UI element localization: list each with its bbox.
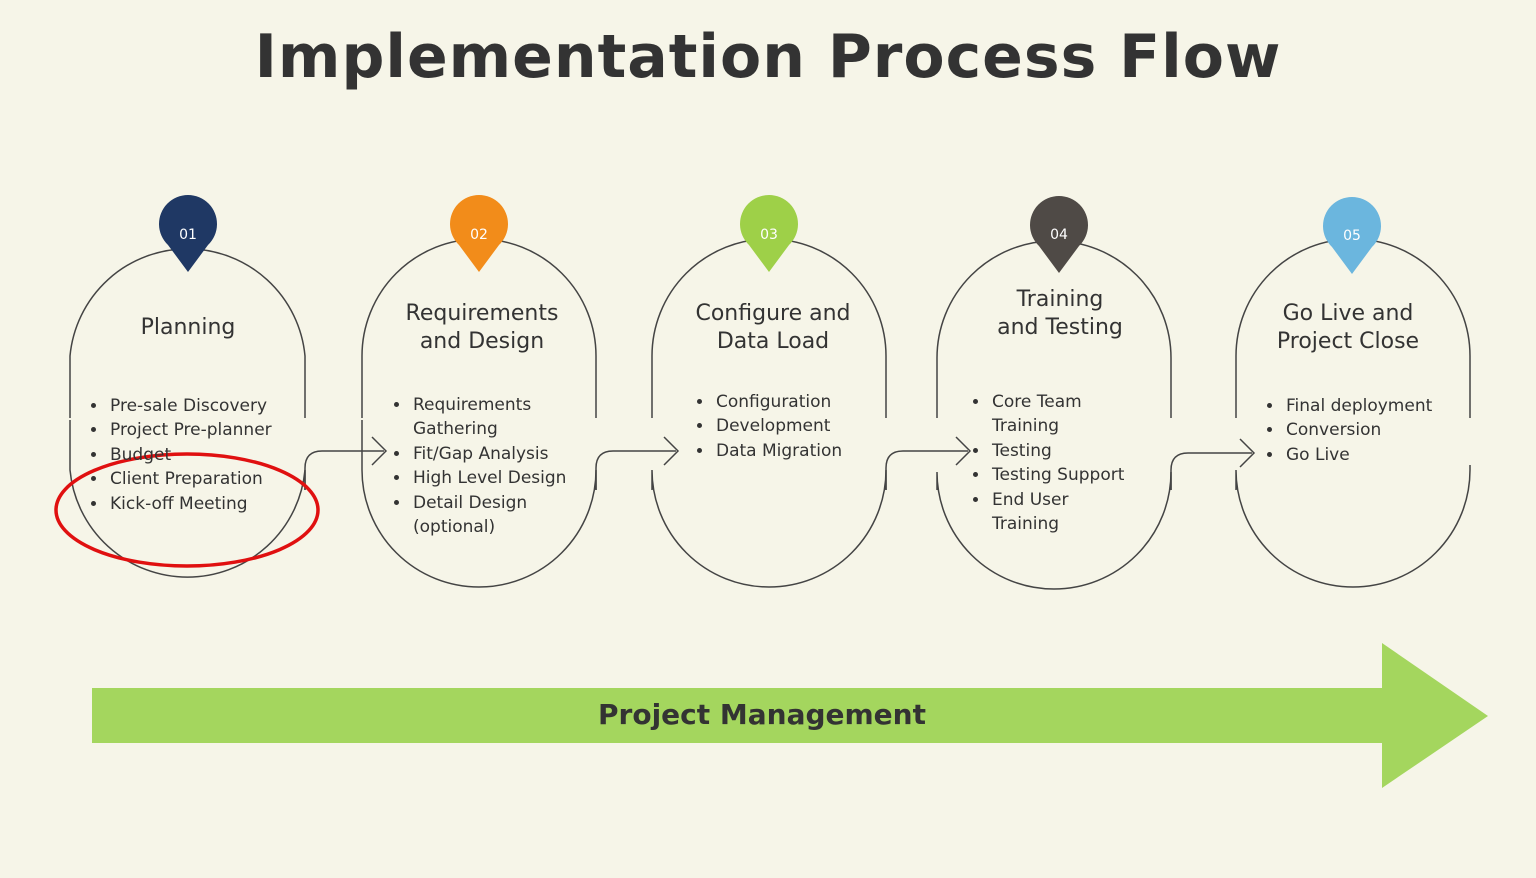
project-management-arrow xyxy=(92,643,1488,788)
stage-5-items: Final deployment Conversion Go Live xyxy=(1262,394,1484,467)
list-item: Go Live xyxy=(1284,443,1484,467)
list-item: Testing xyxy=(990,439,1180,463)
stage-3-items: Configuration Development Data Migration xyxy=(692,390,904,463)
list-item: Project Pre-planner xyxy=(108,418,338,442)
list-item: Fit/Gap Analysis xyxy=(411,442,601,466)
connector-4-5 xyxy=(1170,438,1256,490)
list-item: Final deployment xyxy=(1284,394,1484,418)
list-item: Core Team Training xyxy=(990,390,1102,439)
stage-3-title: Configure and Data Load xyxy=(695,301,851,354)
stage-5-number: 05 xyxy=(1343,228,1361,244)
list-item: Client Preparation xyxy=(108,467,338,491)
stage-1-badge xyxy=(159,194,217,272)
list-item: Conversion xyxy=(1284,418,1484,442)
list-item: Configuration xyxy=(714,390,904,414)
list-item: High Level Design xyxy=(411,466,601,490)
stage-2-items: Requirements Gathering Fit/Gap Analysis … xyxy=(389,393,601,539)
connector-1-2 xyxy=(304,436,388,490)
stage-3-number: 03 xyxy=(760,227,778,243)
stage-4-number: 04 xyxy=(1050,227,1068,243)
stage-4-items: Core Team Training Testing Testing Suppo… xyxy=(968,390,1180,536)
list-item: Budget xyxy=(108,443,338,467)
stage-2-number: 02 xyxy=(470,227,488,243)
stage-2-title: Requirements and Design xyxy=(405,301,559,354)
list-item: Pre-sale Discovery xyxy=(108,394,338,418)
stage-3-badge xyxy=(740,194,798,272)
stage-2-badge xyxy=(449,194,508,272)
stage-5-badge xyxy=(1323,197,1381,274)
stage-4-badge xyxy=(1030,195,1088,273)
connector-3-4 xyxy=(885,436,972,490)
list-item: Requirements Gathering xyxy=(411,393,601,442)
project-management-label: Project Management xyxy=(598,698,926,731)
list-item: End User Training xyxy=(990,488,1092,537)
stage-5-title: Go Live and Project Close xyxy=(1276,301,1420,354)
list-item: Data Migration xyxy=(714,439,904,463)
stage-4-title: Training and Testing xyxy=(997,287,1123,340)
highlight-circle xyxy=(54,452,320,568)
connector-2-3 xyxy=(595,436,680,490)
list-item: Kick-off Meeting xyxy=(108,492,338,516)
stage-1-title: Planning xyxy=(140,315,236,340)
stage-1-items: Pre-sale Discovery Project Pre-planner B… xyxy=(86,394,338,516)
list-item: Testing Support xyxy=(990,463,1180,487)
list-item: Development xyxy=(714,414,904,438)
list-item: Detail Design (optional) xyxy=(411,491,533,540)
stage-1-number: 01 xyxy=(179,227,197,243)
page-title: Implementation Process Flow xyxy=(254,22,1282,92)
